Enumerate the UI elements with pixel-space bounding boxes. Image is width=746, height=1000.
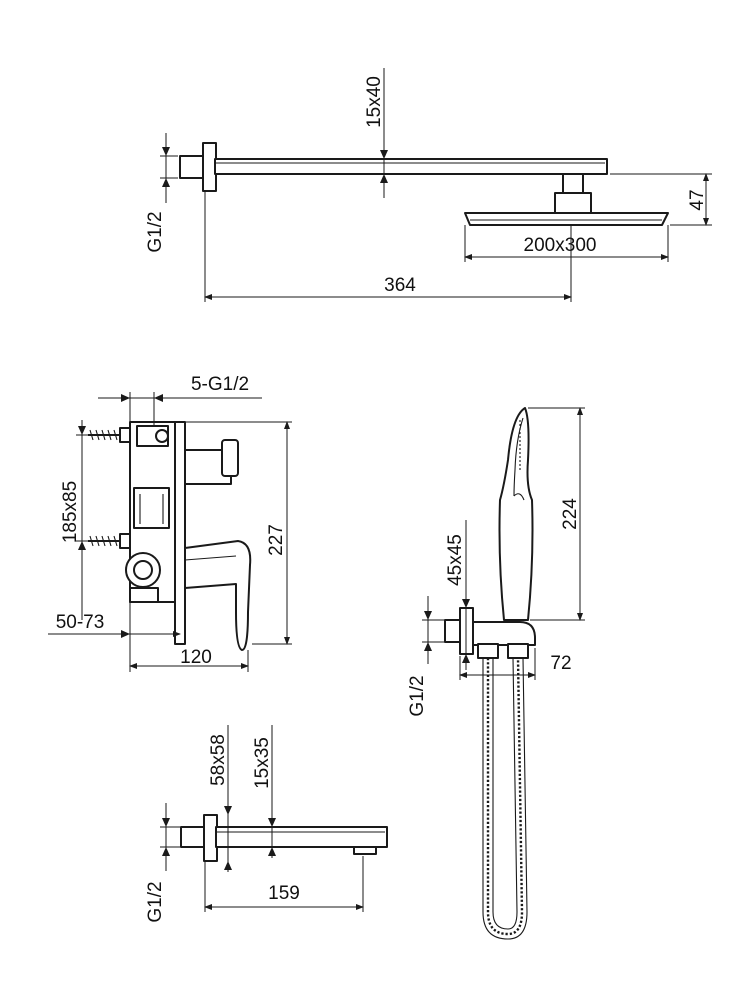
spout-length-label: 159 xyxy=(268,883,300,904)
rain-shower-drawing: G1/2 15x40 47 200x300 364 xyxy=(145,68,712,302)
spout-body xyxy=(215,826,388,848)
wall-connector xyxy=(179,155,205,179)
hose-nut-left xyxy=(477,643,499,659)
hand-thread-label: G1/2 xyxy=(407,675,428,716)
holder-connector xyxy=(444,619,462,643)
head-size-label: 200x300 xyxy=(524,235,597,256)
spout-drawing: 58x58 15x35 G1/2 159 xyxy=(145,725,388,923)
handset-holder xyxy=(472,621,536,646)
mounting-screw-top xyxy=(88,427,133,443)
spout-connector xyxy=(180,826,206,848)
holder-depth-label: 72 xyxy=(550,653,571,674)
arm-length-label: 364 xyxy=(384,275,416,296)
rain-shower-head xyxy=(464,212,669,226)
rain-thread-label: G1/2 xyxy=(145,211,166,252)
spout-aerator xyxy=(353,846,377,855)
hose-nut-right xyxy=(507,643,529,659)
outlets-label: 5-G1/2 xyxy=(191,374,249,395)
handset-length-label: 224 xyxy=(560,498,581,530)
install-depth-label: 50-73 xyxy=(56,612,105,633)
diverter-handle xyxy=(221,439,239,477)
arm-section-label: 15x40 xyxy=(364,76,385,128)
cartridge-housing xyxy=(133,487,170,529)
hand-shower-drawing: 224 45x45 G1/2 72 xyxy=(407,407,585,940)
depth-label: 120 xyxy=(180,647,212,668)
handset xyxy=(498,407,534,621)
mounting-screw-bottom xyxy=(88,533,133,549)
lever-handle xyxy=(184,540,252,651)
head-height-label: 47 xyxy=(687,189,708,210)
total-height-label: 227 xyxy=(266,524,287,556)
mounting-spacing-label: 185x85 xyxy=(60,481,81,543)
spout-thread-label: G1/2 xyxy=(145,881,166,922)
head-connector xyxy=(554,192,592,214)
mixer-drawing: 5-G1/2 185x85 227 50-73 120 xyxy=(48,374,292,672)
spout-section-label: 15x35 xyxy=(252,737,273,789)
wall-plate xyxy=(174,421,186,645)
ball-joint xyxy=(562,173,584,195)
flange-size-label: 58x58 xyxy=(208,734,229,786)
shower-arm xyxy=(214,158,608,175)
shower-hose xyxy=(486,657,524,936)
holder-size-label: 45x45 xyxy=(445,534,466,586)
